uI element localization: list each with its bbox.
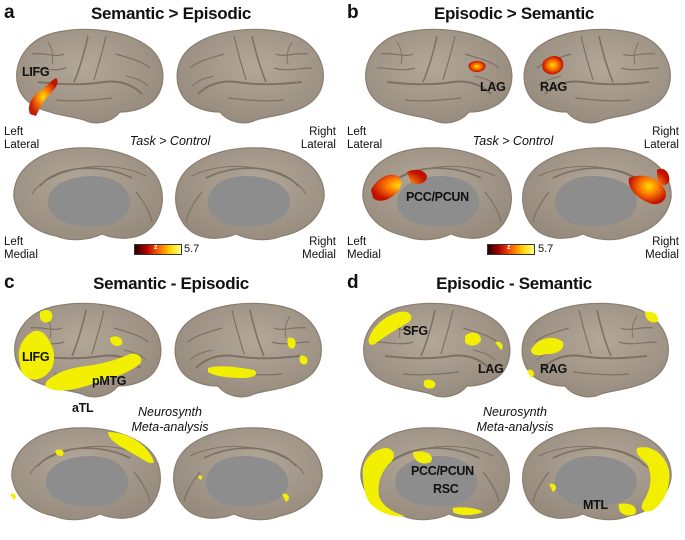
colorbar-max: 5.7 bbox=[184, 243, 200, 255]
colorbar bbox=[134, 244, 182, 255]
region-label: RAG bbox=[540, 362, 567, 376]
activation-pcc-pcun bbox=[628, 168, 670, 205]
region-label: SFG bbox=[403, 324, 428, 338]
brain-right-medial bbox=[519, 142, 679, 247]
brain-left-medial bbox=[355, 142, 515, 247]
colorbar-symbol: z bbox=[507, 244, 511, 251]
region-label: RSC bbox=[433, 482, 459, 496]
region-label: LAG bbox=[478, 362, 504, 376]
region-label: MTL bbox=[583, 498, 608, 512]
region-label: LIFG bbox=[22, 65, 50, 79]
region-label: aTL bbox=[72, 401, 94, 415]
brain-right-medial bbox=[519, 422, 679, 527]
region-label: LAG bbox=[480, 80, 506, 94]
brain-right-lateral bbox=[170, 298, 330, 403]
panel-letter: b bbox=[347, 2, 359, 23]
colorbar-symbol: z bbox=[154, 244, 158, 251]
neurosynth-map bbox=[527, 311, 659, 378]
region-label: pMTG bbox=[92, 374, 127, 388]
neurosynth-map bbox=[208, 337, 308, 378]
brain-left-medial bbox=[10, 422, 164, 527]
panel-letter: c bbox=[4, 272, 15, 293]
brain-left-lateral bbox=[355, 298, 515, 403]
panel-b: b Episodic > Semantic LAG RAG PCC/PCUN L… bbox=[343, 0, 685, 270]
panel-title: Semantic > Episodic bbox=[90, 4, 252, 23]
region-label: LIFG bbox=[22, 350, 50, 364]
contrast-note: Task > Control bbox=[129, 134, 211, 148]
neurosynth-map bbox=[10, 432, 154, 500]
brain-right-medial bbox=[170, 422, 330, 527]
activation-rag bbox=[542, 56, 564, 75]
neurosynth-map bbox=[368, 311, 503, 389]
brain-right-lateral bbox=[517, 298, 677, 403]
panel-title: Episodic > Semantic bbox=[433, 4, 595, 23]
neurosynth-map bbox=[18, 310, 142, 391]
brain-left-medial bbox=[6, 142, 166, 247]
panel-d: d Episodic - Semantic SFG LAG RAG bbox=[343, 270, 685, 540]
brain-right-lateral bbox=[519, 24, 679, 129]
brain-left-medial bbox=[353, 422, 513, 527]
brain-left-lateral bbox=[6, 298, 166, 403]
panel-c: c Semantic - Episodic LIFG pMTG aTL bbox=[0, 270, 342, 540]
region-label: PCC/PCUN bbox=[411, 464, 474, 478]
brain-right-medial bbox=[172, 142, 332, 247]
panel-letter: a bbox=[4, 2, 15, 23]
activation-lifg bbox=[28, 78, 58, 116]
activation-pcc-pcun bbox=[371, 169, 427, 201]
panel-title: Episodic - Semantic bbox=[436, 274, 592, 293]
brain-right-lateral bbox=[172, 24, 332, 129]
activation-lag bbox=[468, 61, 486, 72]
neurosynth-map bbox=[549, 447, 670, 516]
colorbar bbox=[487, 244, 535, 255]
contrast-note: Task > Control bbox=[472, 134, 554, 148]
panel-title: Semantic - Episodic bbox=[93, 274, 249, 293]
colorbar-max: 5.7 bbox=[538, 243, 554, 255]
brain-left-lateral bbox=[357, 24, 517, 129]
region-label: PCC/PCUN bbox=[406, 190, 469, 204]
neurosynth-map bbox=[198, 475, 289, 502]
region-label: RAG bbox=[540, 80, 567, 94]
panel-letter: d bbox=[347, 272, 359, 293]
brain-left-lateral bbox=[8, 24, 168, 129]
neurosynth-map bbox=[362, 448, 483, 517]
